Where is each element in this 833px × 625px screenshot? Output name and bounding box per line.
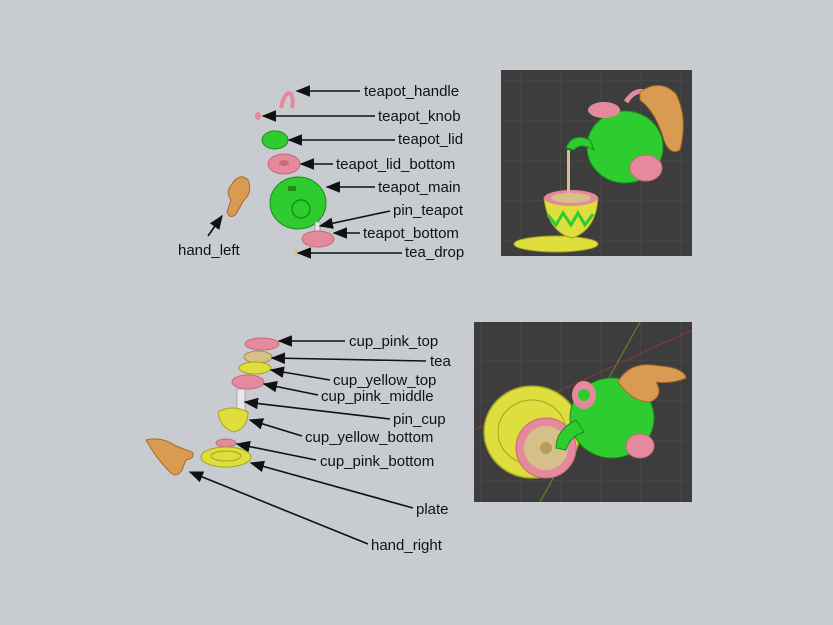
label-pin-cup: pin_cup bbox=[393, 411, 446, 428]
label-hand-left: hand_left bbox=[178, 242, 241, 259]
label-tea: tea bbox=[430, 353, 452, 370]
pin-cup-part bbox=[236, 388, 246, 412]
tea-part bbox=[243, 350, 273, 364]
label-teapot-lid-bottom: teapot_lid_bottom bbox=[336, 156, 455, 173]
label-teapot-bottom: teapot_bottom bbox=[363, 225, 459, 242]
teapot-render-viewport bbox=[501, 70, 692, 256]
label-teapot-knob: teapot_knob bbox=[378, 108, 461, 125]
cup-parts bbox=[145, 337, 280, 476]
teapot-knob-part bbox=[255, 112, 261, 120]
cup-pink-top-part bbox=[244, 337, 280, 351]
label-cup-pink-middle: cup_pink_middle bbox=[321, 388, 434, 405]
label-teapot-lid: teapot_lid bbox=[398, 131, 463, 148]
cup-pink-bottom-part bbox=[215, 438, 237, 448]
label-hand-right: hand_right bbox=[371, 537, 443, 554]
plate-inner-ring bbox=[210, 450, 242, 462]
cup-yellow-bottom-part bbox=[217, 407, 249, 433]
label-pin-teapot: pin_teapot bbox=[393, 202, 464, 219]
top-leader-arrows bbox=[207, 85, 402, 259]
label-cup-pink-bottom: cup_pink_bottom bbox=[320, 453, 434, 470]
label-tea-drop: tea_drop bbox=[405, 244, 464, 261]
cup-pink-middle-part bbox=[231, 374, 265, 390]
teapot-parts bbox=[226, 91, 335, 257]
tea-drop-part bbox=[294, 249, 298, 257]
plate-part bbox=[200, 446, 252, 468]
cup-yellow-top-part bbox=[238, 361, 272, 375]
label-teapot-main: teapot_main bbox=[378, 179, 461, 196]
teapot-swirl bbox=[291, 199, 311, 219]
label-cup-pink-top: cup_pink_top bbox=[349, 333, 438, 350]
bottom-labels: cup_pink_top tea cup_yellow_top cup_pink… bbox=[305, 333, 452, 554]
label-cup-yellow-bottom: cup_yellow_bottom bbox=[305, 429, 433, 446]
cup-render-viewport bbox=[473, 321, 693, 503]
lid-bottom-hole bbox=[279, 160, 289, 166]
bottom-leader-arrows bbox=[188, 335, 427, 545]
label-cup-yellow-top: cup_yellow_top bbox=[333, 372, 436, 389]
teapot-bottom-part bbox=[301, 230, 335, 248]
teapot-main-slot bbox=[288, 186, 296, 191]
teapot-handle-part bbox=[279, 91, 295, 109]
hand-right-part bbox=[145, 438, 194, 476]
teapot-main-part bbox=[269, 176, 327, 230]
label-teapot-handle: teapot_handle bbox=[364, 83, 459, 100]
label-plate: plate bbox=[416, 501, 449, 518]
top-labels: teapot_handle teapot_knob teapot_lid tea… bbox=[178, 83, 464, 261]
teapot-lid-part bbox=[261, 130, 289, 150]
hand-left-part bbox=[226, 176, 251, 218]
